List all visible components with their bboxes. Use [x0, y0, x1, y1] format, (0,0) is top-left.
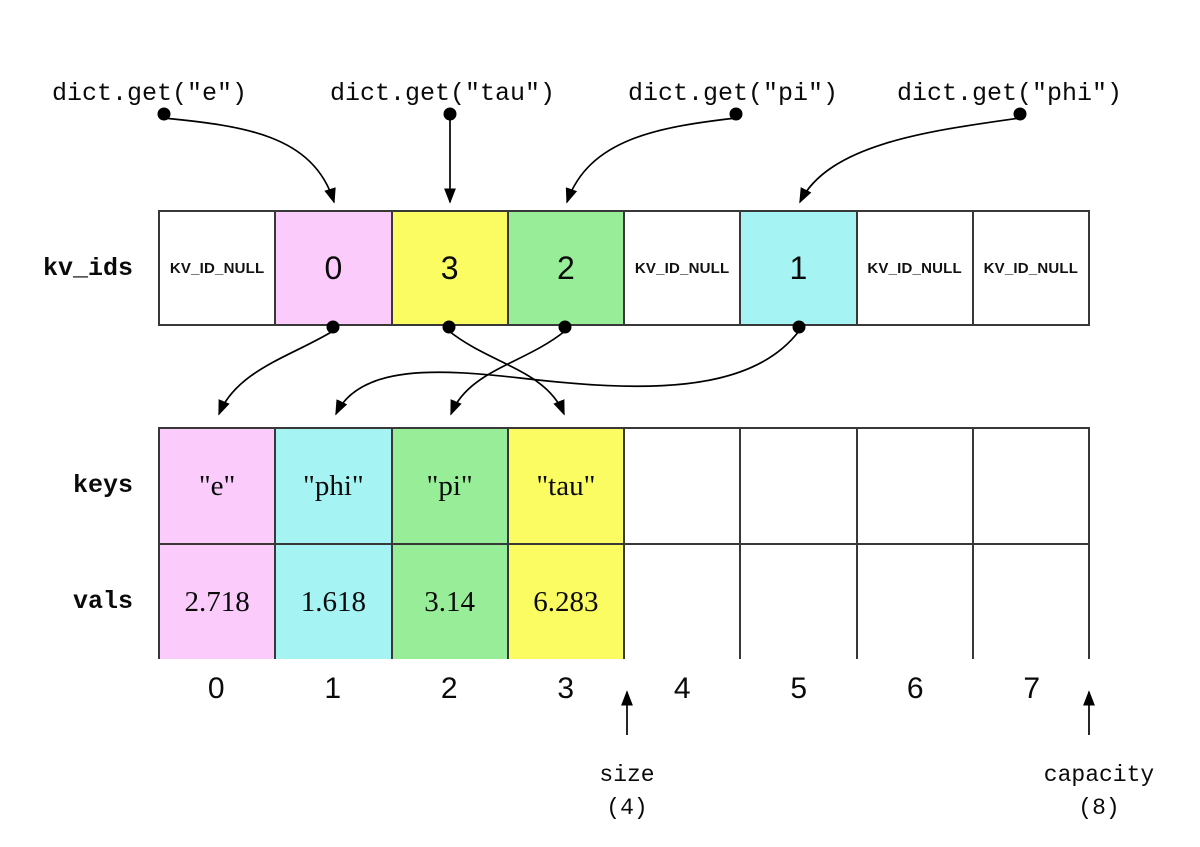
capacity-marker: capacity (8) [999, 762, 1199, 821]
kv-ids-cell-2: 3 [392, 212, 509, 324]
query-label-get-phi: dict.get("phi") [897, 79, 1123, 108]
vals-cell-3: 6.283 [508, 545, 625, 659]
size-value: (4) [606, 795, 648, 821]
keys-vals-table: "e" "phi" "pi" "tau" 2.718 1.618 3.14 6.… [158, 427, 1090, 659]
keys-cell-3: "tau" [508, 429, 625, 543]
keys-cell-7 [973, 429, 1088, 543]
vals-cell-1: 1.618 [276, 545, 393, 659]
vals-cell-4 [625, 545, 742, 659]
dot-get-tau [443, 107, 457, 121]
vals-row: 2.718 1.618 3.14 6.283 [160, 545, 1088, 659]
keys-row: "e" "phi" "pi" "tau" [160, 429, 1088, 545]
vals-cell-6 [857, 545, 974, 659]
index-label-5: 5 [790, 672, 808, 705]
vals-cell-7 [973, 545, 1088, 659]
vals-row-label: vals [72, 587, 133, 616]
keys-cell-5 [741, 429, 858, 543]
size-marker: size (4) [527, 762, 727, 821]
size-label: size [599, 762, 655, 788]
index-label-6: 6 [906, 672, 924, 705]
arrow-get-e-to-slot1 [163, 117, 336, 204]
query-label-get-tau: dict.get("tau") [330, 79, 556, 108]
kv-ids-cell-5: 1 [741, 212, 858, 324]
vals-cell-0: 2.718 [160, 545, 277, 659]
kv-ids-cell-0: KV_ID_NULL [160, 212, 277, 324]
keys-cell-0: "e" [160, 429, 277, 543]
index-label-2: 2 [440, 672, 458, 705]
kv-ids-cell-6: KV_ID_NULL [857, 212, 974, 324]
arrow-get-phi-to-slot5 [799, 117, 1021, 204]
index-label-4: 4 [673, 672, 691, 705]
kv-ids-cell-1: 0 [276, 212, 393, 324]
index-row: 0 1 2 3 4 5 6 7 [158, 672, 1090, 706]
kv-ids-row: KV_ID_NULL 0 3 2 KV_ID_NULL 1 KV_ID_NULL… [160, 212, 1088, 324]
kv-ids-row-label: kv_ids [42, 254, 133, 283]
kv-ids-array: KV_ID_NULL 0 3 2 KV_ID_NULL 1 KV_ID_NULL… [158, 210, 1090, 326]
keys-cell-2: "pi" [392, 429, 509, 543]
dot-get-phi [1013, 107, 1027, 121]
arrow-id2-to-col2 [450, 330, 566, 416]
arrow-id3-to-col3 [448, 330, 565, 416]
arrow-id0-to-col0 [218, 330, 334, 416]
capacity-value: (8) [1078, 795, 1120, 821]
query-label-get-e: dict.get("e") [52, 79, 248, 108]
keys-row-label: keys [72, 471, 133, 500]
vals-cell-2: 3.14 [392, 545, 509, 659]
kv-ids-cell-4: KV_ID_NULL [625, 212, 742, 324]
index-label-1: 1 [324, 672, 342, 705]
index-label-0: 0 [207, 672, 225, 705]
kv-ids-cell-3: 2 [508, 212, 625, 324]
capacity-label: capacity [1043, 762, 1155, 788]
dot-get-pi [729, 107, 743, 121]
index-label-3: 3 [557, 672, 575, 705]
keys-cell-4 [625, 429, 742, 543]
arrow-id1-to-col1 [335, 330, 800, 416]
dot-get-e [157, 107, 171, 121]
query-label-get-pi: dict.get("pi") [628, 79, 839, 108]
kv-ids-cell-7: KV_ID_NULL [973, 212, 1088, 324]
keys-cell-6 [857, 429, 974, 543]
arrow-get-pi-to-slot3 [565, 117, 737, 204]
vals-cell-5 [741, 545, 858, 659]
keys-cell-1: "phi" [276, 429, 393, 543]
index-label-7: 7 [1023, 672, 1041, 705]
